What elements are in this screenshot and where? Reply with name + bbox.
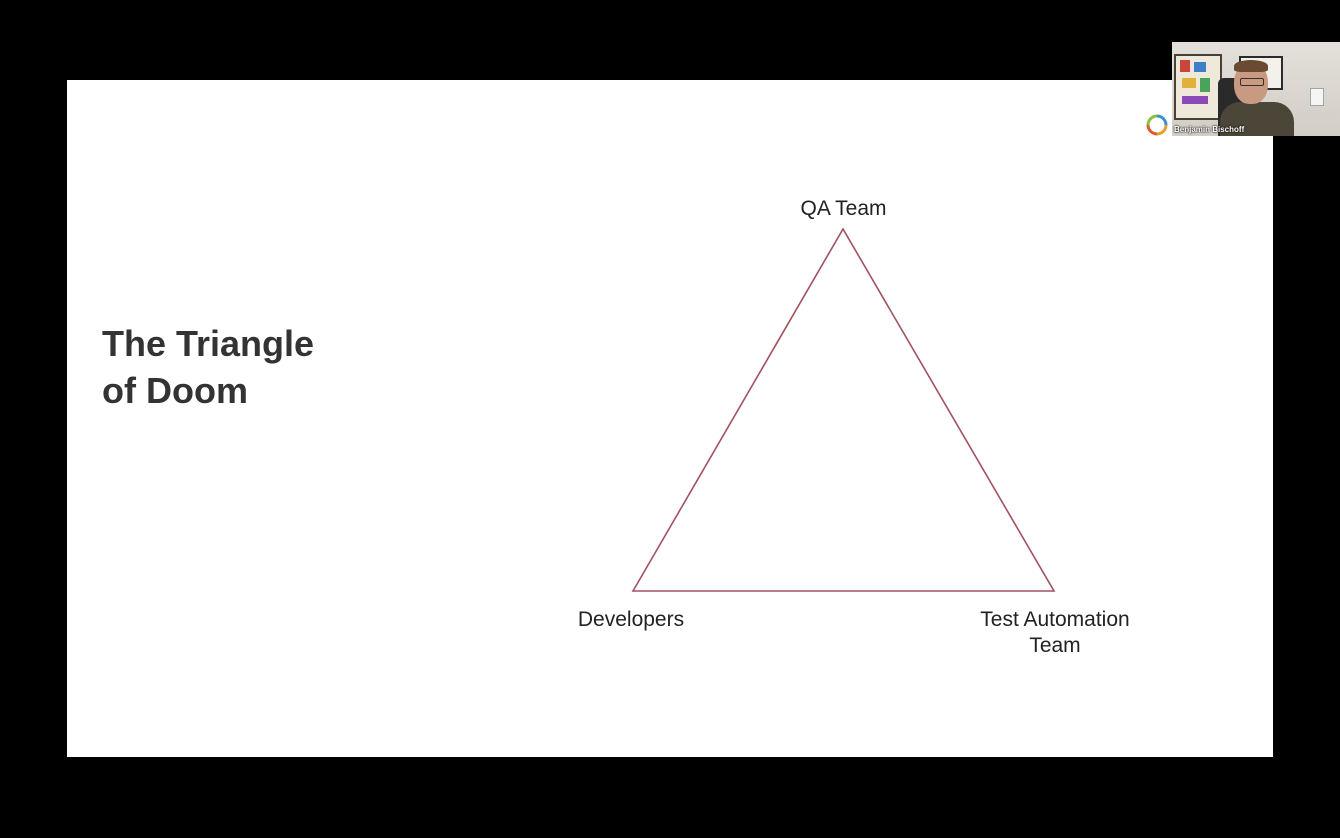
wall-switch-image <box>1310 88 1324 106</box>
triangle-diagram <box>631 227 1056 592</box>
participant-name-label: Benjamin Bischoff <box>1174 125 1245 134</box>
wall-poster-image <box>1174 54 1222 120</box>
participant-hair <box>1234 60 1268 72</box>
participant-video-tile[interactable]: Benjamin Bischoff <box>1172 42 1340 136</box>
triangle-shape <box>631 227 1056 592</box>
participant-body <box>1220 102 1294 136</box>
vertex-label-qa-team: QA Team <box>800 197 887 220</box>
vertex-label-right-line-2: Team <box>1029 634 1081 657</box>
vertex-label-test-automation-team: Test Automation Team <box>960 607 1150 659</box>
vertex-label-right-line-1: Test Automation <box>980 608 1130 631</box>
ring-logo-icon <box>1146 114 1168 136</box>
slide-title-line-1: The Triangle <box>102 323 315 364</box>
slide-title-line-2: of Doom <box>102 370 248 411</box>
vertex-label-developers: Developers <box>577 608 685 631</box>
slide-title: The Triangle of Doom <box>102 320 314 414</box>
participant-glasses <box>1240 78 1264 86</box>
presentation-slide: The Triangle of Doom QA Team Developers … <box>67 80 1273 757</box>
